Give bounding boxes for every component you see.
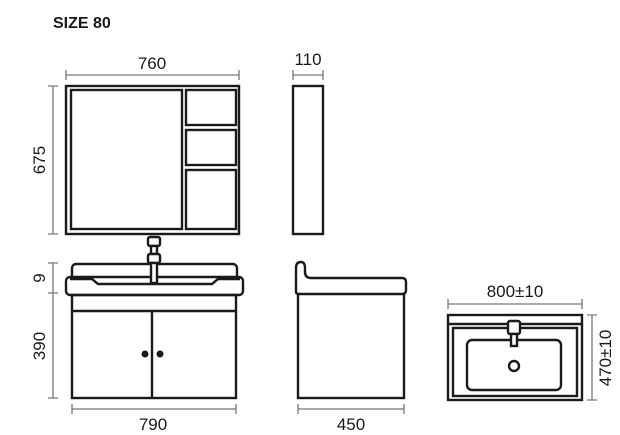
mirror-depth-label: 110	[294, 50, 321, 69]
door-knob-icon	[141, 350, 149, 358]
mirror-height-label: 675	[30, 146, 49, 174]
vanity-height-dimension: 9 390	[30, 262, 58, 399]
vanity-width-label: 790	[139, 415, 167, 434]
door-knob-icon	[156, 350, 164, 358]
vanity-depth-label: 450	[337, 415, 365, 434]
basin-width-dimension: 800±10	[447, 282, 583, 309]
top-height-label: 9	[30, 273, 49, 282]
drain-icon	[507, 359, 521, 373]
size-title: SIZE 80	[53, 15, 111, 32]
mirror-height-dimension: 675	[30, 85, 58, 235]
vanity-depth-dimension: 450	[297, 404, 405, 434]
body-height-label: 390	[30, 332, 49, 360]
basin-depth-label: 470±10	[596, 330, 615, 387]
mirror-cabinet-side	[291, 84, 325, 236]
vanity-front	[64, 235, 245, 400]
mirror-width-dimension: 760	[65, 54, 240, 80]
vanity-width-dimension: 790	[71, 404, 237, 434]
mirror-cabinet-front	[64, 84, 241, 236]
mirror-width-label: 760	[138, 54, 166, 73]
faucet-icon	[146, 235, 162, 285]
vanity-side	[294, 260, 408, 400]
basin-top-view	[446, 313, 584, 402]
faucet-icon	[506, 319, 522, 336]
basin-depth-dimension: 470±10	[587, 314, 615, 401]
mirror-depth-dimension: 110	[292, 50, 324, 80]
basin-width-label: 800±10	[487, 282, 544, 301]
